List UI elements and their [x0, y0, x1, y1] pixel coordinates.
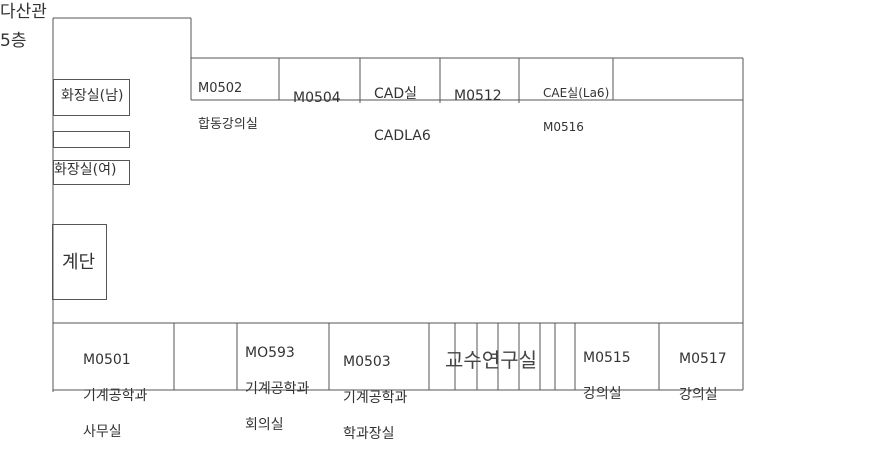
room-name: 사무실 — [83, 424, 122, 440]
room-code: M0517 — [679, 351, 727, 367]
restroom-women-label: 화장실(여) — [54, 162, 117, 178]
room-name: 강의실 — [679, 387, 718, 403]
room-code: M0501 — [83, 352, 131, 368]
room-name: 회의실 — [245, 417, 284, 433]
room-name: 기계공학과 — [245, 381, 310, 397]
room-name: 강의실 — [583, 386, 622, 402]
room-name: 합동강의실 — [198, 117, 258, 132]
room-code: M0504 — [293, 90, 341, 106]
room-m0502: M0502 합동강의실 — [198, 62, 258, 152]
room-name: 기계공학과 — [343, 390, 408, 406]
room-cae: CAE실(La6) M0516 — [543, 68, 609, 153]
room-name: CAD실 — [374, 86, 418, 102]
stairs-room — [52, 224, 107, 300]
room-m0512: M0512 — [454, 69, 502, 123]
room-cad: CAD실 CADLA6 — [374, 63, 431, 168]
building-name: 다산관 — [0, 2, 47, 22]
room-code: M0515 — [583, 350, 631, 366]
restroom-men-room — [53, 79, 130, 116]
room-code: M0503 — [343, 354, 391, 370]
room-m0517: M0517 강의실 — [679, 332, 727, 422]
room-code: M0502 — [198, 81, 243, 96]
restroom-men-label: 화장실(남) — [61, 88, 124, 104]
professor-offices-label: 교수연구실 — [445, 348, 537, 372]
room-m0504: M0504 — [293, 71, 341, 125]
restroom-women-room — [53, 160, 130, 185]
floor-plan-lines — [52, 17, 744, 392]
corridor-block — [53, 131, 130, 148]
room-code: CADLA6 — [374, 128, 431, 144]
room-m0515: M0515 강의실 — [583, 331, 631, 421]
stairs-label: 계단 — [62, 252, 96, 273]
room-name: CAE실(La6) — [543, 86, 610, 100]
room-m0501: M0501 기계공학과 사무실 — [83, 333, 147, 459]
room-code: MO593 — [245, 345, 295, 361]
room-m0503: M0503 기계공학과 학과장실 — [343, 335, 407, 461]
floor-label: 5층 — [0, 31, 27, 51]
room-code: M0516 — [543, 120, 584, 134]
room-name: 학과장실 — [343, 426, 395, 442]
room-name: 기계공학과 — [83, 388, 148, 404]
room-code: M0512 — [454, 88, 502, 104]
room-mo593: MO593 기계공학과 회의실 — [245, 326, 309, 452]
